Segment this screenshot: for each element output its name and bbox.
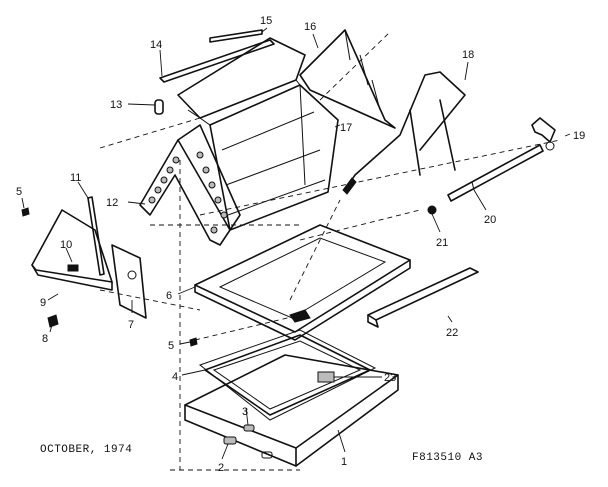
footer-drawing-code: F813510 A3 [412,452,483,464]
assembly-guide-lines [99,31,561,471]
callout-16: 16 [304,21,316,33]
part-20-tube [447,144,544,202]
part-21-o-ring [427,205,437,215]
callout-8: 8 [42,333,48,345]
part-5-screw-upper [21,207,30,217]
callout-7: 7 [128,319,134,331]
part-3-drain-fitting [243,424,273,459]
part-23-gasket [204,334,371,416]
part-18-bent-tube [342,71,466,195]
callout-19: 19 [573,130,585,142]
part-6-coil-pan-frame [194,224,411,341]
callout-10: 10 [60,239,72,251]
part-10-side-panel [31,209,113,291]
callout-5-lower: 5 [168,340,174,352]
part-12-coil-tube-sheet [139,124,241,246]
part-5-screw-lower [189,337,198,347]
callout-6: 6 [166,290,172,302]
part-4-gasket-frame [198,329,377,421]
part-7-bracket-plate [111,244,147,319]
footer-date: OCTOBER, 1974 [40,444,132,456]
part-14-top-bar [159,39,275,83]
part-17-a-coil [209,84,339,231]
callout-9: 9 [40,297,46,309]
part-15-top-tube [209,29,263,43]
part-16-coil-end-plate [299,29,396,129]
coil-top-cover [177,37,306,126]
callout-18: 18 [462,49,474,61]
callout-labels: 1 2 3 4 5 5 6 7 8 9 10 11 12 13 14 15 16… [16,15,585,474]
callout-21: 21 [436,237,448,249]
callout-15: 15 [260,15,272,27]
callout-22: 22 [446,327,458,339]
return-bends [148,151,228,234]
part-19-elbow-fitting [531,117,556,151]
callout-2: 2 [218,462,224,474]
part-11-rod [87,196,105,276]
callout-13: 13 [110,99,122,111]
part-13-fitting [154,99,164,115]
callout-12: 12 [106,197,118,209]
callout-17: 17 [340,122,352,134]
callout-leaders [21,27,571,460]
callout-3: 3 [242,406,248,418]
part-22-angle-strip [367,267,479,328]
part-2-drain-fitting [223,436,237,445]
part-8-screw [47,314,59,328]
callout-11: 11 [70,172,81,184]
callout-23: 23 [384,372,396,384]
callout-14: 14 [150,39,162,51]
callout-20: 20 [484,214,496,226]
callout-4: 4 [172,371,178,383]
callout-1: 1 [341,456,347,468]
callout-5-upper: 5 [16,186,22,198]
part-1-drain-pan [184,354,399,467]
